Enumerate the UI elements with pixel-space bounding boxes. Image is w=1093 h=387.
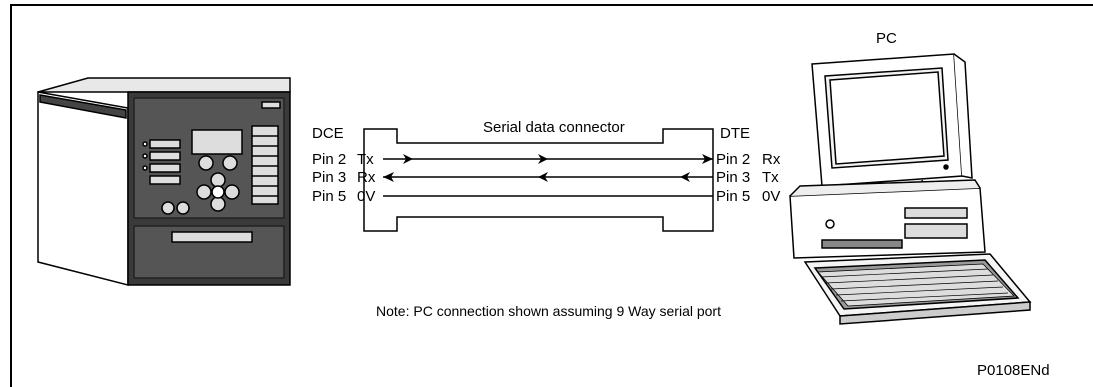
right-pin-2: Pin 2 xyxy=(716,151,750,168)
right-pin-3: Pin 3 xyxy=(716,169,750,186)
left-signal-tx: Tx xyxy=(357,151,374,168)
signal-arrows xyxy=(383,154,713,182)
left-signal-rx: Rx xyxy=(357,169,376,186)
right-signal-0v: 0V xyxy=(762,188,780,205)
left-signal-0v: 0V xyxy=(357,188,375,205)
right-signal-tx: Tx xyxy=(762,169,779,186)
right-pin-5: Pin 5 xyxy=(716,188,750,205)
pc-computer-icon xyxy=(789,53,1032,325)
left-pin-2: Pin 2 xyxy=(312,151,346,168)
dce-label: DCE xyxy=(312,125,344,142)
pc-label: PC xyxy=(876,30,897,47)
right-signal-rx: Rx xyxy=(762,151,781,168)
connector-label: Serial data connector xyxy=(483,119,625,136)
serial-connector-outline xyxy=(363,128,714,232)
figure-code: P0108ENd xyxy=(977,362,1050,379)
dte-label: DTE xyxy=(720,125,750,142)
left-pin-3: Pin 3 xyxy=(312,169,346,186)
note-text: Note: PC connection shown assuming 9 Way… xyxy=(376,303,721,319)
relay-device-icon xyxy=(37,77,291,286)
keyboard-keys xyxy=(820,268,1009,302)
left-pin-5: Pin 5 xyxy=(312,188,346,205)
